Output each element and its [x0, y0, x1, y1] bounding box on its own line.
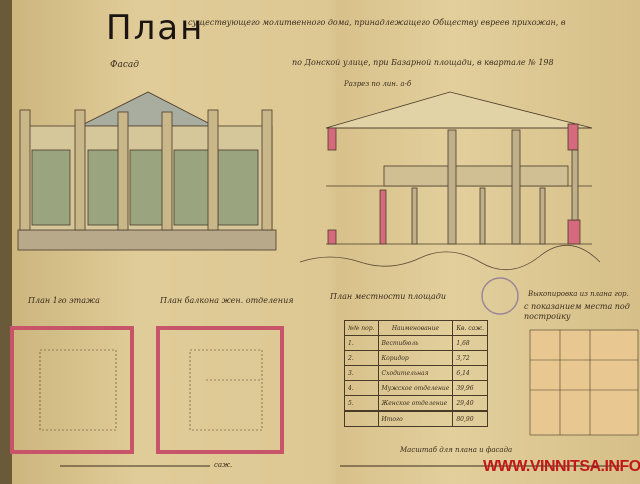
total-label: Итого [377, 410, 454, 427]
row-number: 1. [344, 335, 379, 351]
facade-elevation [17, 91, 277, 251]
area-table: №№ пор. Наименование Кв. саж. 1.Вестибюл… [344, 320, 488, 427]
site-plan-label: План местности площади [330, 292, 446, 301]
title-line-2: по Донской улице, при Базарной площади, … [292, 58, 554, 67]
row-area: 29,40 [452, 395, 488, 412]
row-number: 2. [344, 350, 379, 366]
city-extract-sublabel: с показанием места под постройку [524, 302, 630, 321]
watermark: WWW.VINNITSA.INFO [483, 458, 640, 475]
row-name: Сходительная [377, 365, 454, 381]
facade-label: Фасад [110, 60, 139, 70]
balcony-plan-label: План балкона жен. отделения [160, 296, 294, 305]
row-area: 1,68 [452, 335, 488, 351]
city-extract-label: Выкопировка из плана гор. [528, 290, 629, 298]
row-number: 4. [344, 380, 379, 396]
row-area: 6,14 [452, 365, 488, 381]
row-area: 39,96 [452, 380, 488, 396]
row-name: Вестибюль [377, 335, 454, 351]
header-area: Кв. саж. [452, 320, 488, 336]
floor1-plan-label: План 1го этажа [28, 296, 100, 305]
row-area: 3,72 [452, 350, 488, 366]
balcony-plan [156, 326, 284, 454]
scale-label: Масштаб для плана и фасада [400, 446, 513, 454]
row-name: Коридор [377, 350, 454, 366]
header-number: №№ пор. [344, 320, 379, 336]
plan-heading: План [106, 8, 205, 48]
total-value: 80,90 [452, 410, 488, 427]
scale-unit: саж. [214, 461, 233, 469]
row-number: 5. [344, 395, 379, 412]
header-name: Наименование [377, 320, 454, 336]
row-name: Мужское отделение [377, 380, 454, 396]
section-drawing [299, 91, 601, 271]
title-line-1: существующего молитвенного дома, принадл… [188, 18, 566, 27]
city-map-extract [529, 329, 639, 436]
seal-stamp [481, 277, 519, 315]
floor-plan-1 [10, 326, 134, 454]
section-label: Разрез по лин. а-б [344, 80, 412, 88]
row-number: 3. [344, 365, 379, 381]
row-name: Женское отделение [377, 395, 454, 412]
